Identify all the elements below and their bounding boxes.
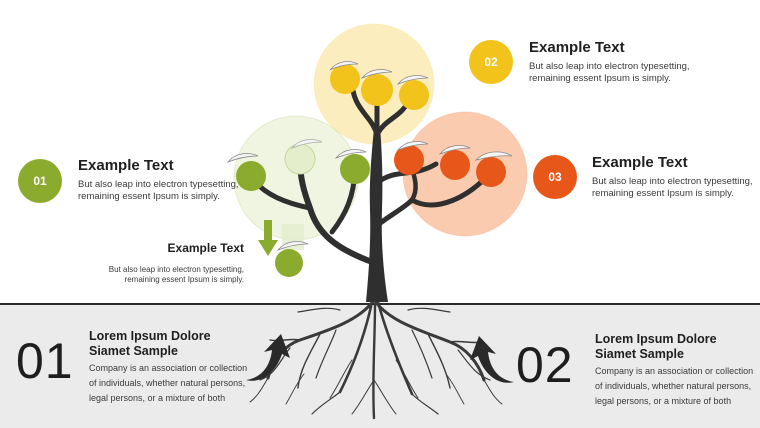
badge-03-label: 03 bbox=[548, 170, 562, 184]
bottom-02-title: Lorem Ipsum Dolore Siamet Sample bbox=[595, 332, 717, 361]
growth-arrow-left bbox=[246, 334, 290, 381]
ground-band bbox=[0, 303, 760, 428]
bottom-number-02: 02 bbox=[516, 337, 574, 393]
fallen-apple-caption: Example Text But also leap into electron… bbox=[108, 241, 244, 285]
badge-01: 01 bbox=[18, 159, 62, 203]
callout-01-title: Example Text bbox=[78, 157, 174, 174]
callout-02-body: But also leap into electron typesetting,… bbox=[529, 61, 690, 84]
trunk bbox=[366, 128, 388, 302]
yellow-apples bbox=[329, 61, 429, 110]
orange-apples bbox=[394, 141, 513, 187]
bottom-02-body: Company is an association or collection … bbox=[595, 366, 754, 406]
bottom-01-body: Company is an association or collection … bbox=[89, 363, 248, 403]
falling-apple bbox=[258, 220, 309, 277]
badge-02: 02 bbox=[469, 40, 513, 84]
badge-03: 03 bbox=[533, 155, 577, 199]
badge-02-label: 02 bbox=[484, 55, 498, 69]
growth-arrow-right bbox=[470, 336, 514, 383]
bottom-number-01: 01 bbox=[16, 333, 74, 389]
callout-01-body: But also leap into electron typesetting,… bbox=[78, 179, 239, 202]
green-apples bbox=[226, 139, 370, 191]
fallen-apple-title: Example Text bbox=[167, 241, 244, 255]
callout-03-title: Example Text bbox=[592, 154, 688, 171]
roots bbox=[249, 298, 503, 420]
bottom-01-title: Lorem Ipsum Dolore Siamet Sample bbox=[89, 329, 211, 358]
callout-02-title: Example Text bbox=[529, 39, 625, 56]
badge-01-label: 01 bbox=[33, 174, 47, 188]
fallen-apple-body: But also leap into electron typesetting,… bbox=[108, 265, 244, 284]
callout-03-body: But also leap into electron typesetting,… bbox=[592, 176, 753, 199]
